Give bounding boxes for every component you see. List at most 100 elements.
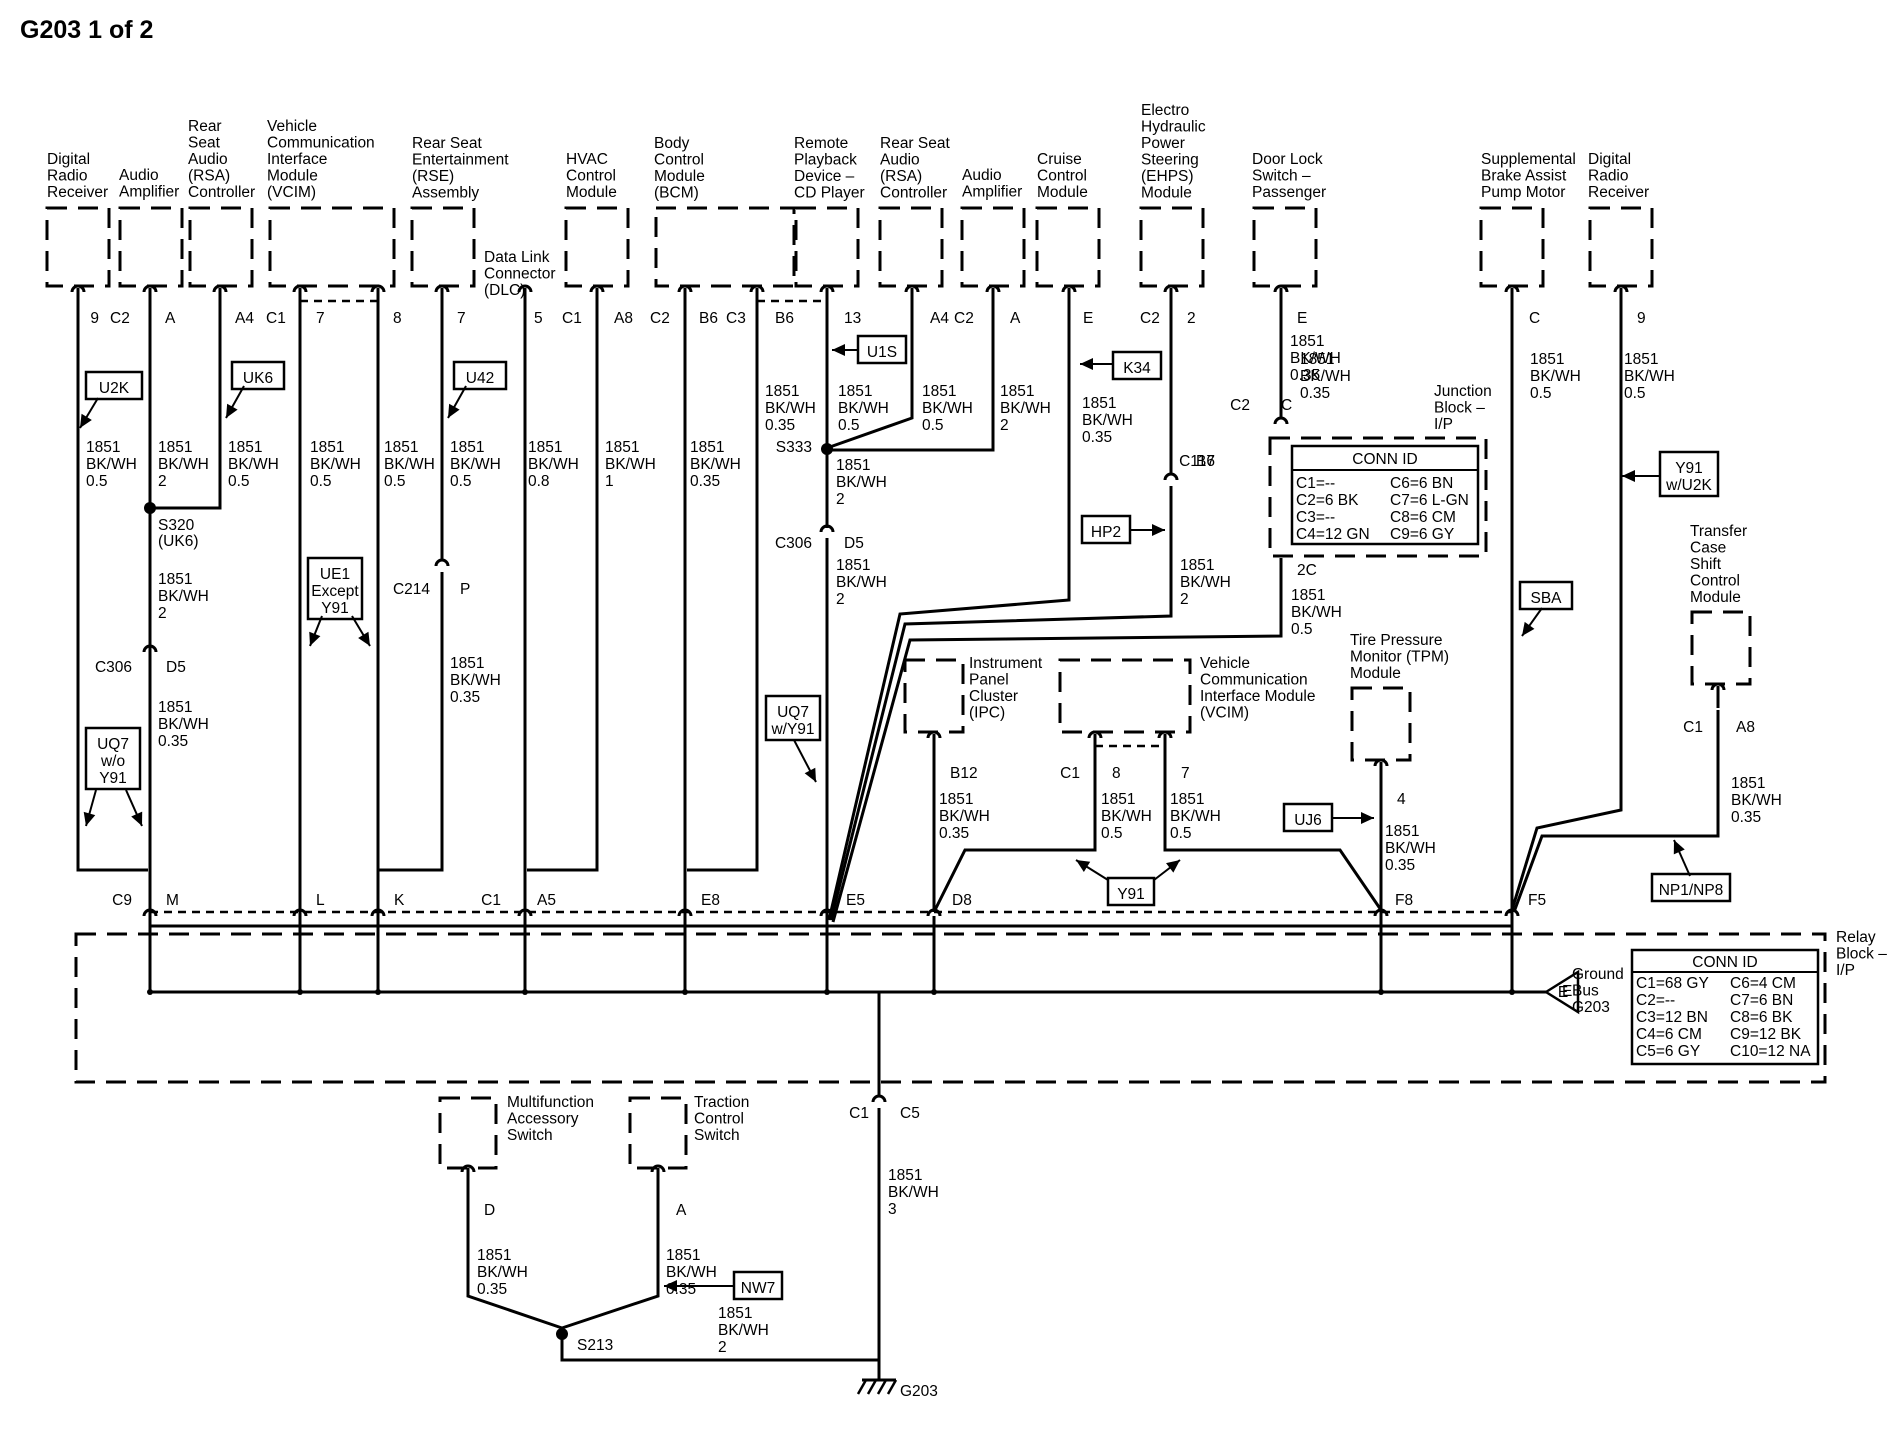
wire-label: 1851 — [1000, 383, 1034, 400]
pin-label: C2 — [1230, 397, 1250, 414]
pin-label: C9 — [112, 892, 132, 909]
pin-label: 4 — [1397, 791, 1406, 808]
option-y91-u2k — [1658, 450, 1720, 498]
option-arrow-head — [804, 767, 816, 782]
wire-label: BK/WH — [158, 716, 209, 733]
wire-digital-radio-right — [1510, 310, 1623, 911]
wire-label: BK/WH — [1170, 808, 1221, 825]
diagram-title: G203 1 of 2 — [20, 16, 153, 44]
component-label: Body — [654, 135, 690, 152]
pin-label: C5 — [900, 1105, 920, 1122]
option-uq7-w-text: UQ7 — [777, 704, 809, 721]
wire-label: 1851 — [1101, 791, 1135, 808]
pin-label: A8 — [1736, 719, 1755, 736]
connector-terminal — [819, 284, 835, 293]
bus-node — [682, 989, 688, 995]
component-box — [118, 206, 184, 288]
wire-label: 0.5 — [1530, 385, 1552, 402]
option-k34 — [1111, 350, 1163, 381]
option-sba — [1518, 580, 1574, 611]
wire-label: 1851 — [1290, 333, 1324, 350]
wire-label: 0.35 — [1300, 385, 1330, 402]
wire-hvac — [527, 310, 599, 872]
component-label: Control — [694, 1111, 744, 1128]
component-label: Transfer — [1690, 523, 1747, 540]
ground-symbol-hatch — [856, 1379, 868, 1395]
component-box-ipc — [903, 658, 965, 734]
component-label: Shift — [1690, 556, 1722, 573]
component-label: Switch – — [1252, 168, 1311, 185]
pin-label: A5 — [537, 892, 556, 909]
pin-label: C1 — [849, 1105, 869, 1122]
pin-label: K — [394, 892, 405, 909]
wire-label: BK/WH — [1291, 604, 1342, 621]
component-label: (VCIM) — [267, 184, 316, 201]
wire-label: 1851 — [922, 383, 956, 400]
wire-rsa-right — [826, 310, 914, 450]
conn-id-entry: C2=6 BK — [1296, 492, 1359, 509]
component-label: Module — [267, 168, 318, 185]
component-label: (RSA) — [188, 168, 230, 185]
connector-terminal — [985, 284, 1001, 293]
pin-label: 7 — [1181, 765, 1190, 782]
option-nw7 — [732, 1270, 784, 1301]
wire-label: BK/WH — [888, 1184, 939, 1201]
conn-id-title: CONN ID — [1352, 451, 1417, 468]
wire-label: BK/WH — [1731, 792, 1782, 809]
component-label: Digital — [47, 151, 90, 168]
wire-rse-lower — [378, 572, 444, 872]
component-label: Relay — [1836, 929, 1876, 946]
option-uq7-w — [764, 694, 822, 742]
wire-label: 1851 — [528, 439, 562, 456]
splice-s213 — [556, 1328, 568, 1340]
component-label: Connector — [484, 266, 556, 283]
component-label: Controller — [880, 185, 947, 202]
connector-terminal — [142, 284, 158, 293]
wire-label: 1851 — [1180, 557, 1214, 574]
component-label: Panel — [969, 672, 1009, 689]
component-label: Receiver — [47, 184, 108, 201]
option-ue1-text: Except — [311, 583, 359, 600]
pin-label: A — [676, 1202, 687, 1219]
wire-label: 1851 — [1170, 791, 1204, 808]
pin-label: E8 — [701, 892, 720, 909]
pin-label: C2 — [110, 310, 130, 327]
connector-terminal — [677, 908, 693, 917]
component-label: Module — [1141, 185, 1192, 202]
wire-label: BK/WH — [384, 456, 435, 473]
wire-label: 1851 — [228, 439, 262, 456]
wire-label: BK/WH — [1082, 412, 1133, 429]
component-box — [878, 206, 944, 288]
option-arrow-head — [832, 344, 845, 356]
component-label: Steering — [1141, 152, 1199, 169]
option-uq7-wo-text: UQ7 — [97, 736, 129, 753]
component-box — [564, 206, 630, 288]
wire-label: BK/WH — [1290, 350, 1341, 367]
wire-label: 0.35 — [765, 417, 795, 434]
wire-label: 1851 — [450, 655, 484, 672]
wire-label: BK/WH — [158, 456, 209, 473]
connector-terminal — [292, 284, 308, 293]
pin-label: 13 — [844, 310, 861, 327]
option-arrow-head — [83, 811, 96, 826]
option-arrow-head — [1622, 470, 1635, 482]
component-label: I/P — [1836, 962, 1855, 979]
option-u1s-text: U1S — [867, 344, 897, 361]
wire-label: 0.5 — [922, 417, 944, 434]
component-label: Block – — [1434, 400, 1485, 417]
conn-id-entry: C6=6 BN — [1390, 475, 1453, 492]
component-box-traction — [628, 1096, 688, 1170]
splice-s333 — [821, 443, 833, 455]
conn-id-title: CONN ID — [1692, 954, 1757, 971]
wire-label: BK/WH — [939, 808, 990, 825]
component-label: Remote — [794, 135, 848, 152]
wire-label: BK/WH — [1624, 368, 1675, 385]
wire-label: BK/WH — [228, 456, 279, 473]
wire-label: 1851 — [939, 791, 973, 808]
wire-label: 0.35 — [1731, 809, 1761, 826]
component-label: I/P — [1434, 416, 1453, 433]
wire-label: BK/WH — [450, 456, 501, 473]
component-label: Vehicle — [267, 118, 317, 135]
pin-label: A4 — [235, 310, 254, 327]
wire-label: 1851 — [838, 383, 872, 400]
